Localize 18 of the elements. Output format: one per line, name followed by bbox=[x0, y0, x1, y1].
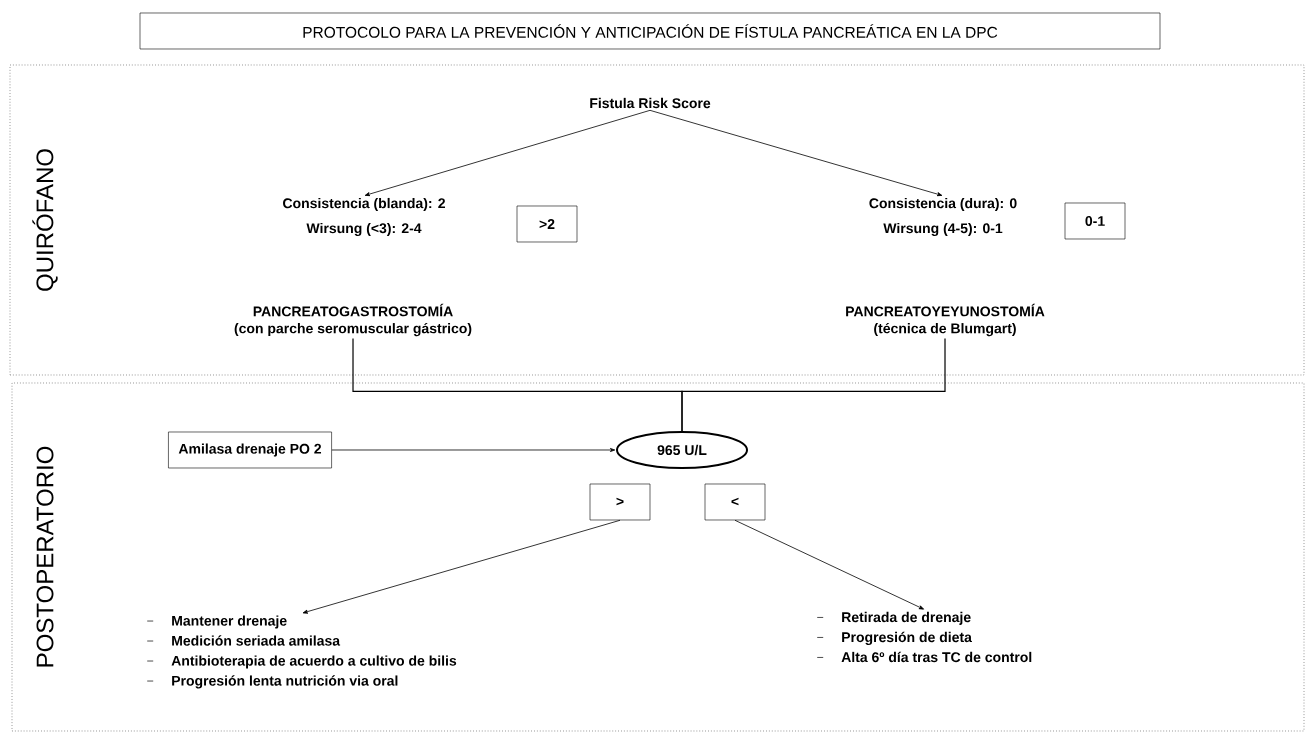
text-label: PANCREATOGASTROSTOMÍA (con parche seromuscular gástrico) bbox=[234, 303, 472, 337]
text-label: Consistencia (blanda): 2 Wirsung (<3): 2-4 bbox=[283, 197, 445, 237]
arrow bbox=[364, 109, 651, 197]
label-box: < bbox=[704, 483, 766, 521]
text-label: Fistula Risk Score bbox=[590, 97, 711, 109]
arrow bbox=[649, 109, 943, 197]
label-box: Amilasa drenaje PO 2 bbox=[168, 431, 332, 469]
title-box: PROTOCOLO PARA LA PREVENCIÓN Y ANTICIPACIÓN DE FÍSTULA PANCREÁTICA EN LA DPC bbox=[139, 12, 1161, 50]
bullet-list: Retirada de drenaje Progresión de dieta Alta 6º día tras TC de control bbox=[816, 611, 1032, 663]
arrow bbox=[302, 519, 621, 614]
label-box: > bbox=[589, 483, 651, 521]
label-box: 0-1 bbox=[1064, 202, 1126, 240]
arrow bbox=[331, 448, 616, 452]
arrow bbox=[734, 519, 925, 610]
text-label: PANCREATOYEYUNOSTOMÍA (técnica de Blumgart) bbox=[846, 303, 1045, 337]
label-box: >2 bbox=[516, 205, 578, 243]
bullet-list: Mantener drenaje Medición seriada amilasa Antibioterapia de acuerdo a cultivo de bilis Progresión lenta nutrición via oral bbox=[146, 615, 457, 689]
text-label: Consistencia (dura): 0 Wirsung (4-5): 0-1 bbox=[869, 197, 1017, 237]
